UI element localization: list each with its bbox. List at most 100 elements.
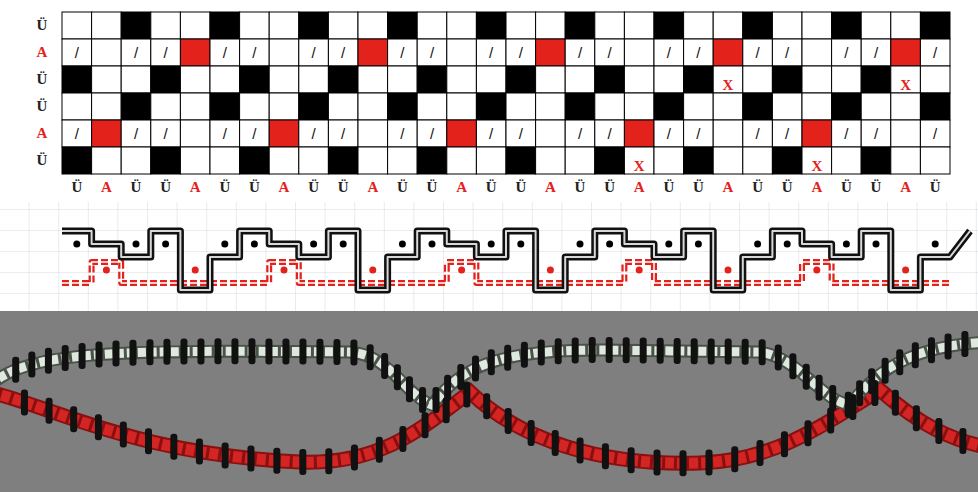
column-label: Ü [249,180,260,195]
black-coil [96,342,103,368]
black-dot [429,241,436,248]
black-coil [892,390,899,416]
column-label: Ü [693,180,704,195]
black-coil [163,339,170,365]
draft-cell [920,39,950,66]
black-coil [912,342,919,368]
draft-cell [920,147,950,174]
column-label: Ü [515,180,526,195]
black-dot [73,241,80,248]
lift-mark: / [785,126,789,141]
red-dot [547,267,554,274]
draft-cell [684,39,714,66]
draft-cell [417,93,447,120]
draft-cell [447,147,477,174]
black-coil [602,443,609,469]
black-coil [674,338,681,364]
draft-cell [624,66,654,93]
row-label: A [37,45,48,60]
draft-cell [358,120,388,147]
draft-cell [654,93,684,120]
column-label: A [279,180,290,195]
lift-mark: / [519,126,523,141]
draft-cell [802,66,832,93]
draft-cell [920,93,950,120]
draft-cell [269,12,299,39]
draft-cell [358,147,388,174]
black-dot [754,241,761,248]
black-coil [273,448,280,474]
row-label: Ü [37,153,48,168]
black-dot [517,241,524,248]
draft-cell [595,39,625,66]
black-dot [399,241,406,248]
draft-cell [240,120,270,147]
draft-cell [358,93,388,120]
draft-cell [447,66,477,93]
red-dot [636,267,643,274]
black-coil [803,364,810,390]
draft-cell [654,66,684,93]
draft-cell [891,93,921,120]
black-coil [472,356,479,382]
draft-cell [299,39,329,66]
draft-cell [891,39,921,66]
black-dot [251,241,258,248]
draft-cell [654,39,684,66]
black-coil [145,428,152,454]
draft-cell [210,93,240,120]
draft-cell [506,39,536,66]
black-dot [843,241,850,248]
black-coil [197,338,204,364]
black-coil [483,393,490,419]
draft-cell [417,147,447,174]
draft-cell [684,147,714,174]
column-label: Ü [575,180,586,195]
draft-cell [920,120,950,147]
black-coil [316,339,323,365]
thread-render [0,331,978,476]
draft-cell [269,39,299,66]
lift-mark: / [134,126,138,141]
draft-cell [802,120,832,147]
black-dot [340,241,347,248]
draft-cell [240,66,270,93]
black-coil [70,406,77,432]
draft-cell [388,39,418,66]
draft-cell [151,120,181,147]
draft-cell [891,120,921,147]
black-coil [129,340,136,366]
black-coil [180,339,187,365]
draft-cell [654,120,684,147]
draft-cell [565,93,595,120]
black-coil [804,420,811,446]
lift-mark: / [134,45,138,60]
draft-grid [62,12,950,174]
black-coil [419,387,426,413]
draft-cell [92,39,122,66]
draft-cell [447,39,477,66]
draft-cell [743,66,773,93]
draft-cell [92,120,122,147]
draft-cell [388,147,418,174]
black-coil [657,338,664,364]
black-coil [247,445,254,471]
lift-mark: / [223,126,227,141]
draft-cell [447,12,477,39]
black-coil [112,341,119,367]
draft-cell [121,147,151,174]
black-coil [231,338,238,364]
black-coil [654,449,661,475]
black-coil [21,389,28,415]
black-coil [742,339,749,365]
black-coil [79,343,86,369]
lift-mark: / [489,45,493,60]
black-coil [351,444,358,470]
black-coil [120,422,127,448]
draft-cell [476,66,506,93]
draft-cell [654,12,684,39]
black-dot [606,241,613,248]
lift-mark: / [874,126,878,141]
black-coil [282,338,289,364]
draft-cell [536,93,566,120]
